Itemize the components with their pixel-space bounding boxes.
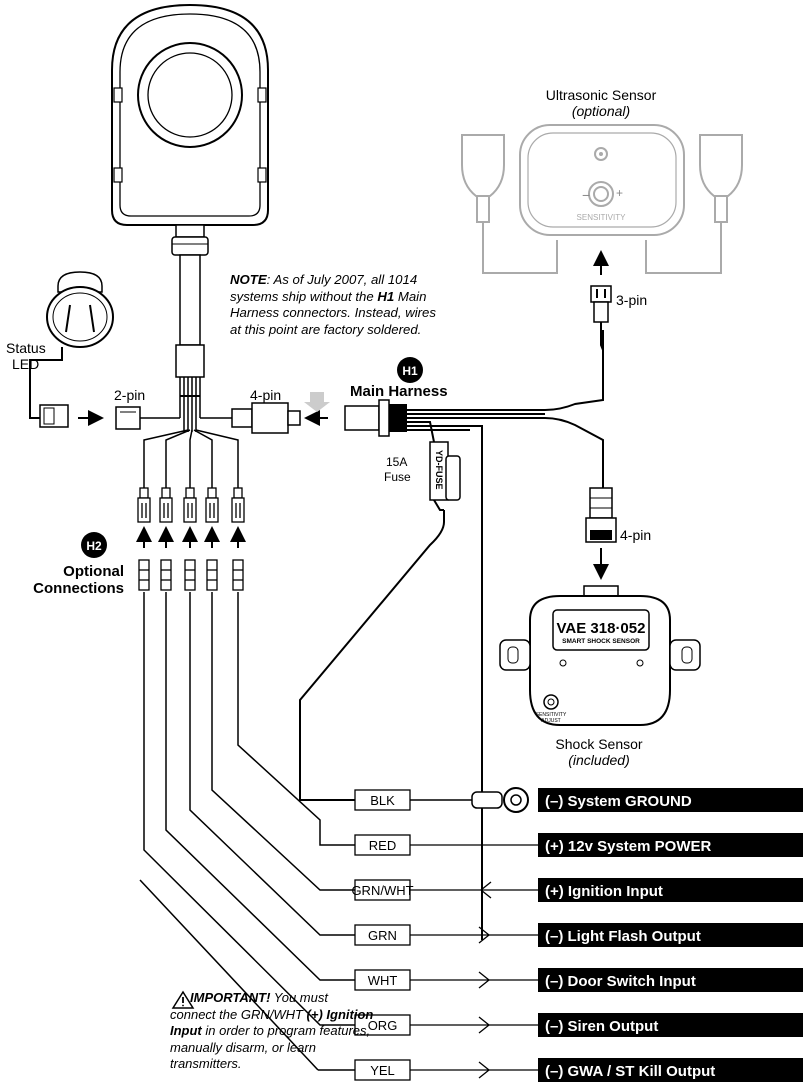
main-harness-connector-left [231, 392, 330, 434]
h2-badge [81, 532, 107, 558]
important-prefix: IMPORTANT! [190, 990, 271, 1005]
ultrasonic-title: Ultrasonic Sensor [546, 87, 657, 103]
wire-row: GRN (–) Light Flash Output [354, 923, 803, 947]
shock-model: VAE 318·052 [557, 620, 646, 637]
wire-function-label: (–) Siren Output [545, 1018, 658, 1035]
wire-function-label: (–) System GROUND [545, 793, 692, 810]
status-led [29, 271, 141, 430]
shock-title: Shock Sensor [555, 736, 642, 752]
wire-color-label: GRN/WHT [351, 883, 413, 898]
important-bold: (+) Ignition Input [170, 1006, 374, 1039]
four-pin-connector-right [585, 487, 617, 580]
direction-arrow-out [478, 926, 491, 944]
direction-arrow-out [478, 971, 491, 989]
direction-arrow-in [479, 881, 492, 899]
ring-terminal [410, 787, 529, 813]
wire-color-label: BLK [370, 793, 395, 808]
ultrasonic-subtitle: (optional) [572, 103, 630, 119]
optional-label-2: Connections [33, 580, 124, 597]
function-label-bg [538, 1013, 803, 1037]
shock-adjust-1: SENSITIVITY [536, 712, 567, 718]
important-text-2: in order to program features, manually d… [170, 1023, 371, 1071]
ultrasonic-plus: + [616, 186, 623, 200]
three-pin-connector [590, 250, 612, 351]
note-text: NOTE: As of July 2007, all 1014 systems … [230, 272, 445, 338]
wire-function-label: (–) Door Switch Input [545, 973, 696, 990]
note-text-1: : As of July 2007, all 1014 systems ship… [230, 272, 418, 304]
wire-row: WHT (–) Door Switch Input [354, 968, 803, 992]
wire-row: BLK (–) System GROUND [354, 788, 803, 812]
h1-badge [397, 357, 423, 383]
ultrasonic-minus: − [582, 187, 590, 203]
shock-adjust-2: ADJUST [541, 718, 560, 724]
optional-terminal-pair [182, 487, 198, 591]
fuse-holder [299, 441, 461, 801]
direction-arrow-out [478, 1016, 491, 1034]
wire-color-label: RED [369, 838, 396, 853]
function-label-bg [538, 878, 803, 902]
pin4-left-label: 4-pin [250, 387, 281, 403]
main-harness-connector [344, 330, 604, 940]
warning-icon [171, 990, 195, 1009]
ultrasonic-sensitivity: SENSITIVITY [577, 213, 627, 222]
wire-color-label: GRN [368, 928, 397, 943]
important-text-1: You must connect the GRN/WHT [170, 990, 328, 1022]
function-label-bg [538, 788, 803, 812]
fuse-label-2: Fuse [384, 470, 411, 484]
wire-color-label: ORG [368, 1018, 398, 1033]
optional-terminal-pair [136, 487, 152, 591]
function-label-bg [538, 923, 803, 947]
control-module [111, 3, 269, 397]
important-note: IMPORTANT! You must connect the GRN/WHT … [170, 990, 375, 1073]
wire-function-label: (+) 12v System POWER [545, 838, 711, 855]
note-bold: H1 [377, 288, 395, 304]
note-text-2: Main Harness connectors. Instead, wires … [230, 288, 436, 337]
function-label-bg [538, 833, 803, 857]
fuse-body-label: YD-FUSE [434, 450, 444, 490]
optional-terminal-pair [158, 487, 174, 591]
wire-row: YEL (–) GWA / ST Kill Output [354, 1058, 803, 1082]
wire-row: GRN/WHT (+) Ignition Input [351, 878, 803, 902]
wire-row: RED (+) 12v System POWER [354, 833, 803, 857]
h1-badge-text: H1 [402, 364, 418, 378]
wire-row: ORG (–) Siren Output [354, 1013, 803, 1037]
shock-model-sub: SMART SHOCK SENSOR [562, 638, 640, 645]
direction-arrow-out [478, 1061, 491, 1079]
optional-label-1: Optional [63, 563, 124, 580]
wire-function-label: (+) Ignition Input [545, 883, 663, 900]
optional-connection-terminals [136, 487, 246, 591]
function-label-bg [538, 968, 803, 992]
optional-terminal-pair [204, 487, 220, 591]
ultrasonic-sensor [461, 124, 743, 274]
main-harness-label: Main Harness [350, 383, 448, 400]
fuse-label-1: 15A [386, 455, 407, 469]
h2-badge-text: H2 [86, 539, 102, 553]
wire-function-label: (–) GWA / ST Kill Output [545, 1063, 715, 1080]
pin4-right-label: 4-pin [620, 527, 651, 543]
optional-terminal-pair [230, 487, 246, 591]
module-wire-bundle [140, 377, 239, 490]
wire-rows: BLK (–) System GROUND RED (+) 12v System PO… [351, 788, 803, 1082]
wire-routing [139, 592, 355, 1071]
function-label-bg [538, 1058, 803, 1082]
shock-subtitle: (included) [568, 752, 629, 768]
status-led-label-2: LED [12, 356, 39, 372]
shock-sensor [499, 585, 701, 726]
pin2-label: 2-pin [114, 387, 145, 403]
wire-color-label: YEL [370, 1063, 395, 1078]
note-prefix: NOTE [230, 272, 267, 287]
pin3-label: 3-pin [616, 292, 647, 308]
status-led-label-1: Status [6, 340, 46, 356]
wire-function-label: (–) Light Flash Output [545, 928, 701, 945]
wire-color-label: WHT [368, 973, 398, 988]
